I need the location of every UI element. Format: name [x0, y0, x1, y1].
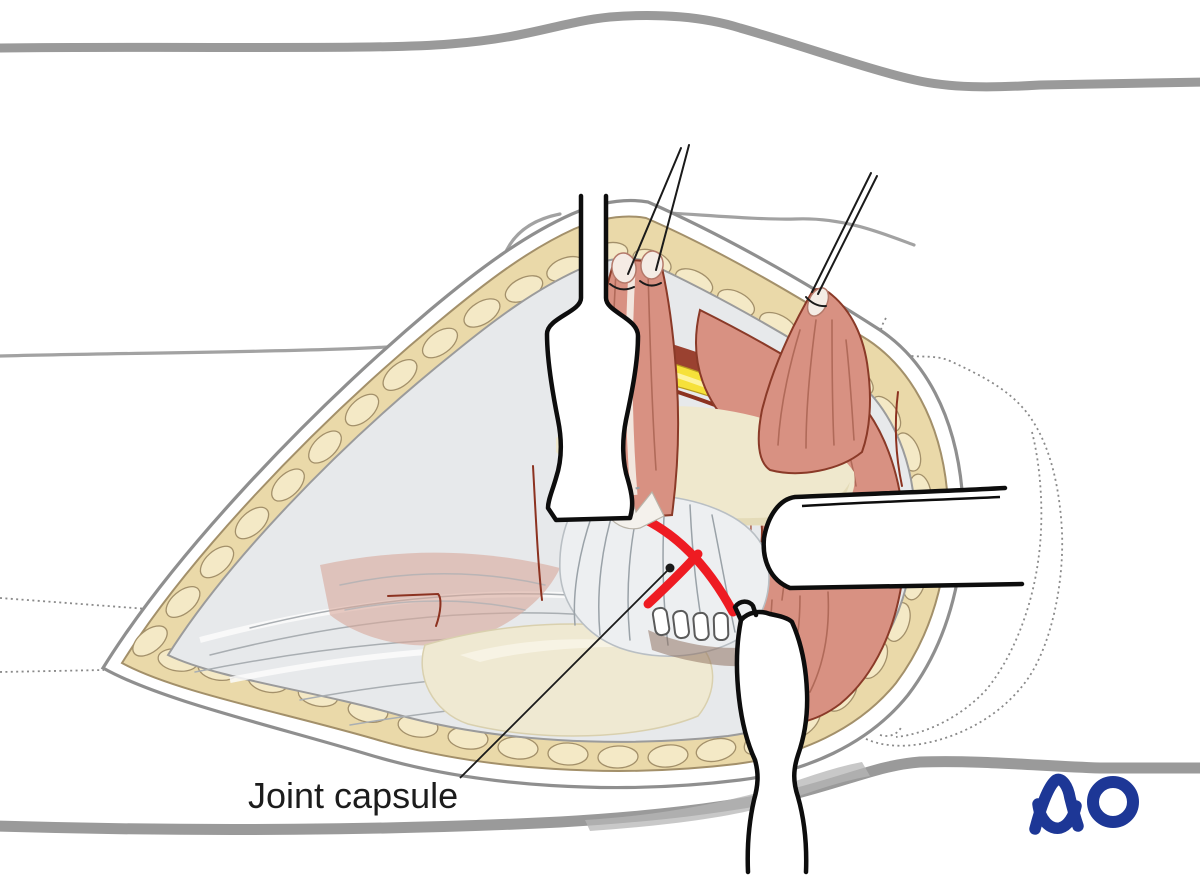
suture-threads — [609, 144, 878, 308]
retractor-shadow — [585, 762, 870, 831]
ao-logo: AO — [1029, 773, 1139, 835]
retractor-bottom — [732, 599, 810, 875]
rake-retractor-teeth — [651, 606, 730, 642]
skin-outline-top — [0, 10, 1200, 92]
joint-capsule-label: Joint capsule — [248, 775, 458, 816]
retractor-top-left — [544, 193, 641, 523]
sutured-muscle-flap — [757, 287, 871, 475]
retractor-right — [761, 485, 1025, 591]
leader-line — [459, 569, 669, 779]
blood-vessels — [387, 465, 543, 627]
leader-dot — [665, 563, 675, 573]
joint-capsule-annotation: Joint capsule — [248, 563, 675, 816]
